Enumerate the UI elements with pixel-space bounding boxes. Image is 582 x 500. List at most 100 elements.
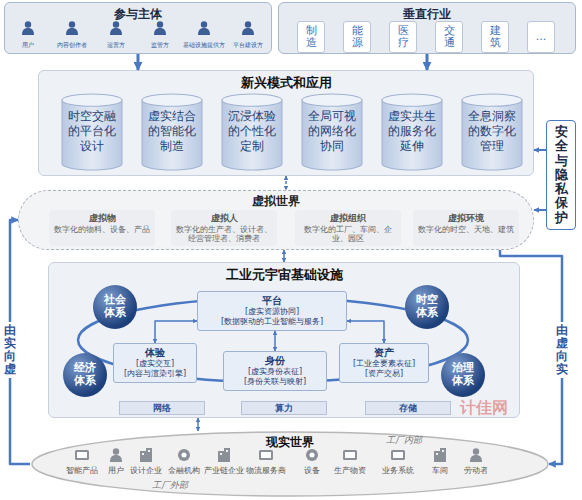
- icon-label: 业务系统: [382, 466, 414, 476]
- virtual-item: 虚拟环境数字化的时空、天地、建筑: [413, 210, 519, 246]
- regulator-icon: [154, 21, 166, 35]
- resource-bar: 存储: [365, 401, 451, 415]
- industry-box: 能源: [343, 21, 371, 53]
- finance-icon: [178, 449, 190, 461]
- connector-arrow: [197, 418, 199, 431]
- provider-icon: [198, 21, 210, 35]
- user-icon: [110, 448, 122, 462]
- industry-box: 交通: [435, 21, 463, 53]
- edge-label: 由实向虚: [3, 322, 17, 379]
- infrastructure-box: 体验[虚实交互][内容与渲染引擎]: [113, 343, 197, 383]
- real-world-ellipse: 现实世界: [30, 430, 550, 498]
- icon-label: 智能产品: [66, 466, 98, 476]
- node-detail: [工业全要素表征]: [344, 359, 424, 369]
- connector-arrow: [155, 321, 197, 343]
- node-title: 身份: [228, 355, 322, 367]
- node-title: 时空体系: [415, 294, 439, 319]
- node-title: 经济体系: [73, 362, 97, 387]
- node-title: 治理体系: [451, 362, 475, 387]
- node-title: 安全与隐私保护: [555, 125, 568, 225]
- icon-label: 物流服务商: [246, 466, 286, 476]
- node-title: 社会体系: [103, 294, 127, 319]
- node-title: 虚拟组织: [298, 212, 398, 225]
- icon-label: 金融机构: [168, 466, 200, 476]
- node-title: 资产: [344, 347, 424, 359]
- equipment-icon: [306, 449, 318, 461]
- node-title: ...: [536, 31, 547, 43]
- panel-box: 工业元宇宙基础设施社会体系时空体系经济体系治理体系平台[虚实资源协同][数据驱动…: [48, 262, 520, 418]
- node-detail: [身份关联与映射]: [228, 377, 322, 387]
- node-detail: 数字化的工厂、车间、企业、园区: [298, 225, 398, 244]
- node-detail: 数字化的生产者、设计者、经营管理者、消费者: [174, 225, 274, 244]
- design-icon: [140, 448, 152, 462]
- infrastructure-box: 资产[工业全要素表征][资产交易]: [339, 343, 429, 383]
- node-title: 参与主体: [5, 6, 271, 23]
- icon-label: 设备: [304, 466, 320, 476]
- virtual-item: 虚拟组织数字化的工厂、车间、企业、园区: [295, 210, 401, 246]
- system-sphere: 经济体系: [63, 353, 107, 397]
- icon-label: 监管方: [151, 41, 169, 50]
- system-icon: [391, 450, 405, 460]
- icon-label: 内容创作者: [57, 41, 87, 50]
- application-cylinder: 虚实结合的智能化制造: [141, 93, 203, 171]
- icon-label: 平台建设方: [233, 41, 263, 50]
- virtual-item: 虚拟物数字化的物料、设备、产品: [49, 210, 155, 246]
- node-title: 现实世界: [30, 430, 550, 451]
- node-title: 制造: [306, 25, 317, 49]
- system-sphere: 时空体系: [405, 285, 449, 329]
- icon-label: 劳动者: [464, 466, 488, 476]
- icon-label: 基础设施提供方: [183, 41, 225, 50]
- connector-arrow: [534, 149, 546, 151]
- icon-label: 产业链企业: [204, 466, 244, 476]
- cylinder-top: [302, 94, 362, 106]
- node-title: 全息洞察的数字化管理: [467, 93, 517, 154]
- industry-box: ...: [527, 21, 555, 53]
- resource-bar: 算力: [241, 401, 327, 415]
- node-detail: [内容与渲染引擎]: [118, 369, 192, 379]
- node-detail: 数字化的时空、天地、建筑: [416, 225, 516, 234]
- system-ring: [78, 298, 468, 382]
- group-box: 垂直行业制造能源医疗交通建筑...: [278, 2, 576, 54]
- node-title: 体验: [118, 347, 192, 359]
- node-title: 新兴模式和应用: [39, 74, 533, 92]
- creator-icon: [66, 21, 78, 35]
- icon-label: 运营方: [107, 41, 125, 50]
- edge-label: 由虚向实: [555, 322, 569, 379]
- node-detail: 数字化的物料、设备、产品: [52, 225, 152, 234]
- virtual-world-band: 虚拟世界虚拟物数字化的物料、设备、产品虚拟人数字化的生产者、设计者、经营管理者、…: [18, 190, 534, 250]
- builder-icon: [242, 21, 254, 35]
- chain-icon: [218, 448, 230, 462]
- system-sphere: 治理体系: [441, 353, 485, 397]
- node-title: 工业元宇宙基础设施: [49, 266, 519, 284]
- cylinder-top: [222, 94, 282, 106]
- connector-arrow: [137, 54, 140, 70]
- logistics-icon: [259, 450, 273, 460]
- node-title: 沉浸体验的个性化定制: [227, 93, 277, 154]
- cylinder-top: [462, 94, 522, 106]
- node-title: 虚实共生的服务化延伸: [387, 93, 437, 154]
- product-icon: [75, 450, 89, 460]
- cylinder-top: [382, 94, 442, 106]
- node-title: 虚实结合的智能化制造: [147, 93, 197, 154]
- operator-icon: [110, 21, 122, 35]
- connector-arrow: [534, 209, 546, 211]
- real-world-icons: [75, 448, 482, 462]
- industry-box: 医疗: [389, 21, 417, 53]
- node-detail: [虚实资源协同]: [202, 307, 342, 317]
- participant-icons: [22, 21, 254, 35]
- cylinder-top: [62, 94, 122, 106]
- industry-box: 建筑: [481, 21, 509, 53]
- application-cylinder: 全息洞察的数字化管理: [461, 93, 523, 171]
- node-title: 算力: [242, 402, 326, 414]
- node-title: 网络: [120, 402, 204, 414]
- user-icon: [22, 21, 34, 35]
- virtual-item: 虚拟人数字化的生产者、设计者、经营管理者、消费者: [171, 210, 277, 246]
- icon-label: 工厂内部: [386, 434, 422, 447]
- connector-arrow: [274, 331, 276, 351]
- node-title: 平台: [202, 295, 342, 307]
- application-cylinder: 全局可视的网络化协同: [301, 93, 363, 171]
- connector-arrow: [285, 176, 287, 190]
- panel-box: 新兴模式和应用时空交融的平台化设计虚实结合的智能化制造沉浸体验的个性化定制全局可…: [38, 70, 534, 176]
- application-cylinder: 虚实共生的服务化延伸: [381, 93, 443, 171]
